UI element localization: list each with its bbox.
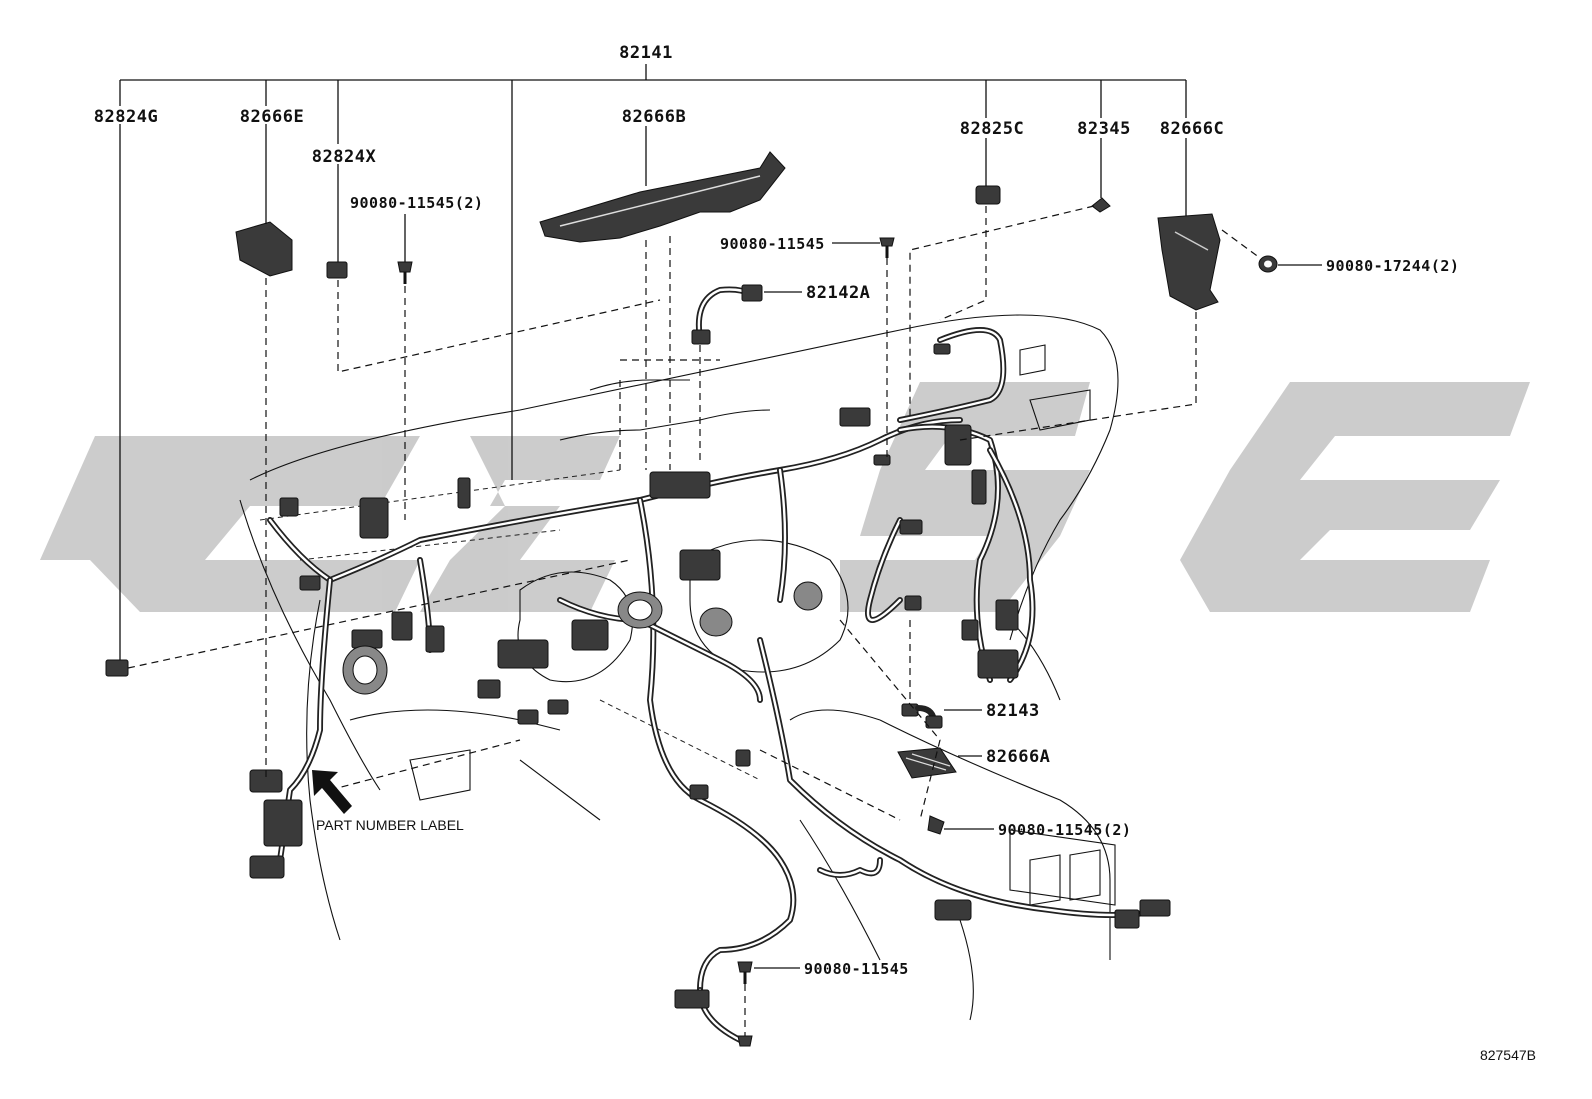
part-82666C-shape xyxy=(1157,213,1221,311)
label-82666B: 82666B xyxy=(622,107,686,127)
part-82666A-shape xyxy=(897,747,957,779)
label-82345: 82345 xyxy=(1077,119,1131,139)
part-nut-right xyxy=(1258,255,1278,273)
part-82143-shape xyxy=(901,703,943,729)
label-82666C: 82666C xyxy=(1160,119,1224,139)
part-bolt-right-low xyxy=(927,815,945,835)
part-bolt-mid-top xyxy=(879,237,895,258)
leader-lines xyxy=(119,124,1322,969)
part-82824X-shape xyxy=(326,261,348,279)
label-bolt-right-low: 90080-11545(2) xyxy=(998,821,1131,839)
part-number-label-arrow xyxy=(312,770,352,814)
part-82142A-shape xyxy=(691,284,763,345)
label-82143: 82143 xyxy=(986,701,1040,721)
label-nut-right: 90080-17244(2) xyxy=(1326,257,1459,275)
part-82825C-shape xyxy=(975,185,1001,205)
label-82141: 82141 xyxy=(619,43,673,63)
part-82666E-shape xyxy=(235,221,293,277)
label-82824G: 82824G xyxy=(94,107,158,127)
part-number-label-text: PART NUMBER LABEL xyxy=(316,817,464,833)
label-82142A: 82142A xyxy=(806,283,870,303)
part-82824G-shape xyxy=(105,659,129,677)
label-bolt-left-top: 90080-11545(2) xyxy=(350,194,483,212)
label-82666E: 82666E xyxy=(240,107,304,127)
label-82824X: 82824X xyxy=(312,147,377,167)
callout-bracket-82141 xyxy=(119,64,1187,480)
part-82666B-shape xyxy=(539,151,786,243)
part-bolt-bottom xyxy=(737,961,753,1047)
assembly-dashed-lines xyxy=(127,205,1261,1036)
harness-connectors xyxy=(249,343,1171,1009)
part-bolt-left-top xyxy=(397,261,413,284)
part-82345-shape xyxy=(1091,197,1111,213)
label-82825C: 82825C xyxy=(960,119,1024,139)
label-82666A: 82666A xyxy=(986,747,1050,767)
instrument-panel-outline xyxy=(239,314,1119,1021)
label-bolt-bottom: 90080-11545 xyxy=(804,960,909,978)
label-bolt-mid-top: 90080-11545 xyxy=(720,235,825,253)
reference-code: 827547B xyxy=(1480,1047,1536,1063)
